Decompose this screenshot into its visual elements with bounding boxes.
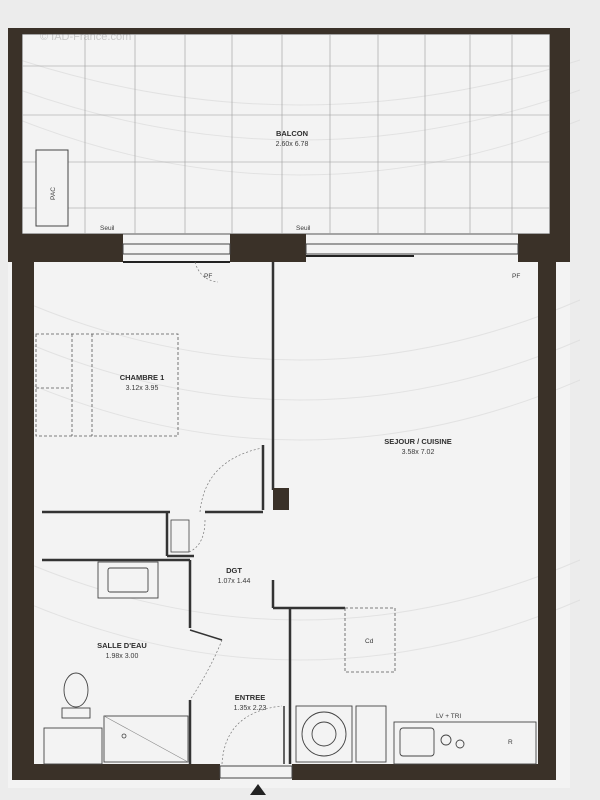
pf-label-right: PF — [512, 273, 520, 280]
exterior-walls — [8, 28, 570, 780]
washbasin — [107, 567, 149, 593]
cd-label: Cd — [365, 638, 374, 645]
bathroom-door-leaf — [189, 629, 223, 641]
bed-outline — [35, 333, 179, 437]
salle-name: SALLE D'EAU — [97, 641, 147, 650]
sink — [399, 727, 435, 757]
r-label: R — [508, 739, 513, 746]
pac-unit — [35, 149, 69, 227]
interior-walls — [42, 262, 345, 764]
entree-name: ENTREE — [235, 693, 265, 702]
cd-cabinet — [344, 607, 396, 673]
kitchen-counter — [393, 721, 537, 765]
bedroom-furniture — [35, 333, 179, 437]
pac-label: PAC — [50, 187, 57, 200]
bathroom-door-swing — [189, 639, 223, 701]
chambre-name: CHAMBRE 1 — [120, 373, 165, 382]
seuil-right-label: Seuil — [296, 225, 311, 232]
entree-dim: 1.35x 2.23 — [234, 705, 267, 712]
hob-burner-2 — [455, 739, 465, 749]
pf-label-left: PF — [204, 273, 212, 280]
water-heater-inner — [311, 721, 337, 747]
salle-dim: 1.98x 3.00 — [106, 653, 139, 660]
entry-door-swing — [221, 705, 283, 765]
balcony-tile-grid — [22, 34, 550, 234]
toilet-tank — [61, 707, 91, 719]
shower-drain — [121, 733, 127, 739]
utility-area — [295, 705, 387, 763]
partition-column — [273, 488, 289, 510]
balcon-dim: 2.60x 6.78 — [276, 141, 309, 148]
bedroom-door-swing — [199, 447, 263, 513]
dgt-dim: 1.07x 1.44 — [218, 578, 251, 585]
hob-burner-1 — [440, 734, 452, 746]
closet-door-swing — [188, 519, 206, 553]
seuil-left-label: Seuil — [100, 225, 115, 232]
closet-box — [170, 519, 190, 553]
dgt-name: DGT — [226, 566, 242, 575]
window-frames — [122, 243, 519, 779]
toilet-bowl — [63, 672, 89, 708]
lv-tri-label: LV + TRI — [436, 713, 461, 720]
pf-door-swing — [194, 261, 219, 283]
sejour-name: SEJOUR / CUISINE — [384, 437, 452, 446]
balcon-name: BALCON — [276, 129, 308, 138]
chambre-dim: 3.12x 3.95 — [126, 385, 159, 392]
moire-texture — [19, 59, 581, 661]
shower-diagonal — [103, 715, 189, 763]
bath-cabinet — [43, 727, 103, 765]
cupboard — [355, 705, 387, 763]
entrance-arrow-icon — [250, 784, 266, 795]
sejour-dim: 3.58x 7.02 — [402, 449, 435, 456]
